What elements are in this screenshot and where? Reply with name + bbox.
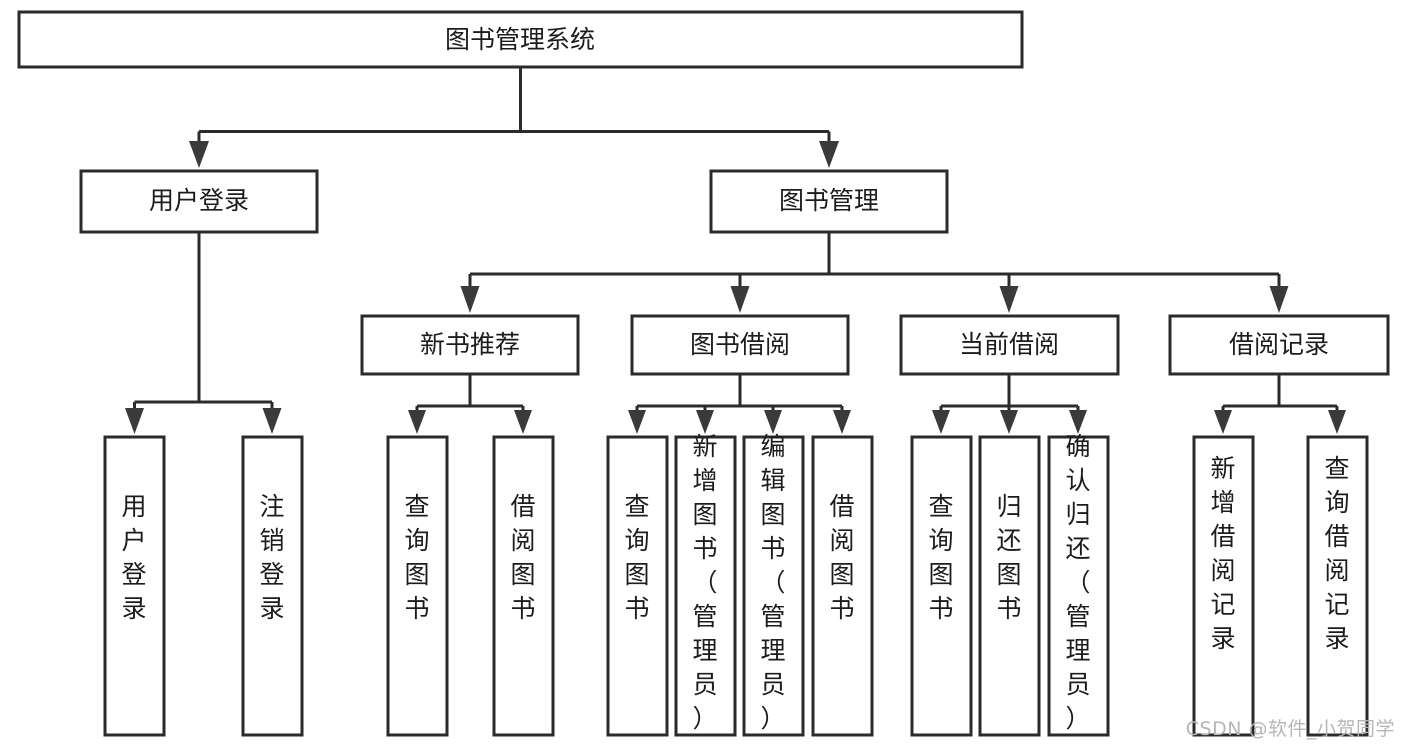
leaf-user-login-box[interactable] (103, 435, 166, 737)
arrow-head-icon (1000, 410, 1018, 434)
leaf-query-book-1-label: 查询图书 (404, 492, 429, 623)
arrow-head-icon (408, 410, 426, 434)
leaf-node[interactable]: 新增图书（管理员） (674, 432, 737, 737)
node-borrow-record-label: 借阅记录 (1229, 330, 1329, 359)
leaf-node[interactable]: 新增借阅记录 (1192, 435, 1255, 737)
connector-borrow-record-to-leaves (1214, 375, 1346, 434)
arrow-head-icon (1214, 410, 1232, 434)
arrow-head-icon (833, 410, 851, 434)
leaf-node[interactable]: 查询图书 (386, 435, 449, 737)
leaf-add-book-box[interactable] (674, 435, 737, 737)
node-user-login-label: 用户登录 (149, 186, 249, 215)
arrow-head-icon (628, 410, 646, 434)
node-new-book-recommend-label: 新书推荐 (420, 330, 520, 359)
node-current-borrow[interactable]: 当前借阅 (899, 314, 1120, 376)
leaf-node[interactable]: 查询图书 (910, 435, 973, 737)
leaf-confirm-return-label: 确认归还（管理员） (1065, 432, 1090, 733)
leaf-borrow-book-1-box[interactable] (492, 435, 555, 737)
leaf-logout-box[interactable] (241, 435, 304, 737)
leaf-query-book-2-box[interactable] (606, 435, 669, 737)
leaf-add-book-label: 新增图书（管理员） (692, 432, 717, 733)
leaf-node[interactable]: 查询借阅记录 (1306, 435, 1369, 737)
node-book-management-box[interactable] (709, 169, 949, 234)
arrow-head-icon (125, 408, 144, 434)
node-borrow-record-box[interactable] (1168, 314, 1390, 376)
leaf-add-borrow-record-box[interactable] (1192, 435, 1255, 737)
leaf-node[interactable]: 借阅图书 (492, 435, 555, 737)
connector-new-book-recommend-to-leaves (408, 375, 532, 434)
arrow-head-icon (696, 410, 714, 434)
connector-book-management-to-level2 (460, 233, 1289, 313)
node-user-login-box[interactable] (79, 169, 319, 234)
node-book-management-label: 图书管理 (779, 186, 879, 215)
leaf-query-borrow-record-label: 查询借阅记录 (1324, 454, 1349, 653)
arrow-head-icon (1269, 286, 1289, 313)
leaf-node[interactable]: 查询图书 (606, 435, 669, 737)
leaf-node[interactable]: 借阅图书 (811, 435, 874, 737)
leaf-borrow-book-1-label: 借阅图书 (510, 492, 535, 623)
arrow-head-icon (262, 408, 282, 434)
node-book-borrow[interactable]: 图书借阅 (630, 314, 850, 376)
leaf-return-book-label: 归还图书 (996, 492, 1021, 623)
leaf-node[interactable]: 用户登录 (103, 435, 166, 737)
leaf-query-book-3-label: 查询图书 (928, 492, 953, 623)
connector-book-borrow-to-leaves (628, 375, 851, 434)
leaf-borrow-book-2-label: 借阅图书 (829, 492, 854, 623)
arrow-head-icon (189, 141, 209, 168)
node-book-management[interactable]: 图书管理 (709, 169, 949, 234)
arrow-head-icon (460, 286, 480, 313)
arrow-head-icon (730, 286, 750, 313)
node-current-borrow-box[interactable] (899, 314, 1120, 376)
arrow-head-icon (514, 410, 532, 434)
connector-user-login-to-leaves (125, 233, 282, 434)
leaf-confirm-return-box[interactable] (1047, 435, 1110, 737)
leaf-query-borrow-record-box[interactable] (1306, 435, 1369, 737)
node-book-borrow-label: 图书借阅 (690, 330, 790, 359)
node-new-book-recommend[interactable]: 新书推荐 (360, 314, 580, 376)
connector-root-to-level1 (189, 67, 839, 168)
leaf-user-login-label: 用户登录 (121, 492, 146, 623)
arrow-head-icon (764, 410, 782, 434)
leaf-node[interactable]: 归还图书 (978, 435, 1041, 737)
arrow-head-icon (819, 141, 839, 168)
node-book-borrow-box[interactable] (630, 314, 850, 376)
node-root-label: 图书管理系统 (445, 25, 595, 54)
node-new-book-recommend-box[interactable] (360, 314, 580, 376)
node-borrow-record[interactable]: 借阅记录 (1168, 314, 1390, 376)
leaf-query-book-2-label: 查询图书 (624, 492, 649, 623)
leaf-return-book-box[interactable] (978, 435, 1041, 737)
leaf-node[interactable]: 确认归还（管理员） (1047, 432, 1110, 737)
node-root-box[interactable] (17, 10, 1024, 69)
node-root[interactable]: 图书管理系统 (17, 10, 1024, 69)
leaf-borrow-book-2-box[interactable] (811, 435, 874, 737)
leaf-node[interactable]: 注销登录 (241, 435, 304, 737)
arrow-head-icon (1069, 410, 1087, 434)
arrow-head-icon (932, 410, 950, 434)
node-user-login[interactable]: 用户登录 (79, 169, 319, 234)
leaf-query-book-3-box[interactable] (910, 435, 973, 737)
leaf-logout-label: 注销登录 (259, 492, 284, 623)
leaf-node[interactable]: 编辑图书（管理员） (742, 432, 805, 737)
leaf-edit-book-label: 编辑图书（管理员） (760, 432, 785, 733)
leaf-query-book-1-box[interactable] (386, 435, 449, 737)
arrow-head-icon (999, 286, 1019, 313)
leaf-edit-book-box[interactable] (742, 435, 805, 737)
leaf-add-borrow-record-label: 新增借阅记录 (1210, 454, 1235, 653)
connector-current-borrow-to-leaves (932, 375, 1087, 434)
arrow-head-icon (1328, 410, 1346, 434)
node-current-borrow-label: 当前借阅 (959, 330, 1059, 359)
